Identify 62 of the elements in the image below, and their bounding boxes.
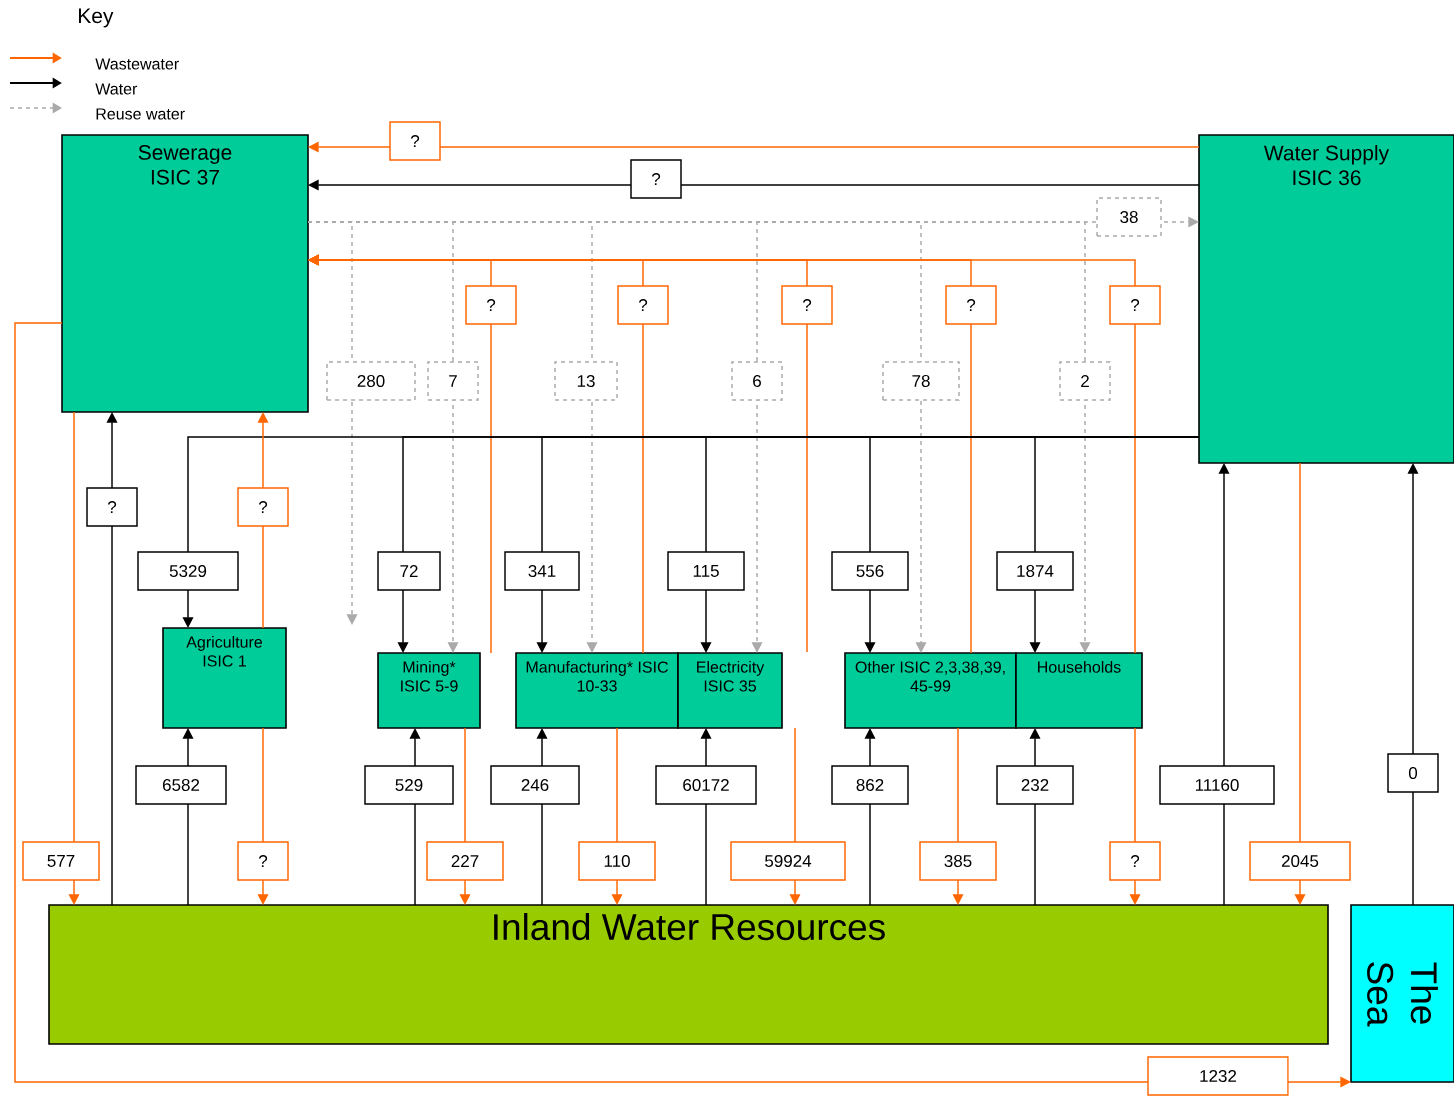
arrow [1294, 462, 1306, 905]
value-box: 577 [22, 841, 100, 881]
arrow [106, 412, 118, 906]
arrow [1407, 463, 1419, 906]
process-box: The Sea [1350, 904, 1454, 1083]
value-box: 7 [427, 361, 479, 401]
value-box: 11160 [1159, 765, 1275, 805]
value-box: 1874 [996, 551, 1074, 591]
value-box: 232 [996, 765, 1074, 805]
value-box: 862 [831, 765, 909, 805]
legend-text: Wastewater [95, 58, 179, 70]
value-box: 60172 [655, 765, 757, 805]
value-box: ? [630, 159, 682, 199]
value-box: 6582 [135, 765, 227, 805]
value-box: 72 [377, 551, 441, 591]
value-box: 227 [426, 841, 504, 881]
arrow [68, 411, 80, 905]
value-box: ? [1109, 841, 1161, 881]
value-box: 1232 [1147, 1056, 1289, 1096]
arrow [1029, 436, 1200, 653]
value-box: 385 [919, 841, 997, 881]
process-box: Sewerage ISIC 37 [61, 134, 309, 413]
value-box: ? [781, 285, 833, 325]
value-box: 341 [504, 551, 580, 591]
process-box: Inland Water Resources [48, 904, 1329, 1045]
value-box: 78 [882, 361, 960, 401]
arrow [308, 141, 1200, 153]
value-box: 0 [1387, 753, 1439, 793]
value-box: 115 [667, 551, 745, 591]
process-box: Electricity ISIC 35 [677, 652, 783, 729]
value-box: ? [945, 285, 997, 325]
process-box: Water Supply ISIC 36 [1198, 134, 1454, 464]
value-box: 246 [490, 765, 580, 805]
value-box: 38 [1096, 197, 1162, 237]
arrow [14, 322, 1351, 1088]
legend-text: Water [95, 83, 138, 95]
value-box: 2045 [1249, 841, 1351, 881]
value-box: 280 [326, 361, 416, 401]
value-box: 59924 [730, 841, 846, 881]
value-box: ? [86, 487, 138, 527]
arrow [1218, 463, 1230, 906]
value-box: 2 [1059, 361, 1111, 401]
process-box: Agriculture ISIC 1 [162, 627, 287, 729]
value-box: ? [1109, 285, 1161, 325]
legend-title: Key [79, 8, 114, 28]
value-box: 6 [731, 361, 783, 401]
process-box: Mining* ISIC 5-9 [377, 652, 481, 729]
value-box: ? [237, 841, 289, 881]
value-box: ? [389, 121, 441, 161]
legend-text: Reuse water [96, 108, 185, 120]
arrow [308, 179, 1200, 191]
value-box: 556 [831, 551, 909, 591]
value-box: 13 [554, 361, 618, 401]
process-box: Other ISIC 2,3,38,39, 45-99 [844, 652, 1017, 729]
value-box: 5329 [137, 551, 239, 591]
value-box: ? [465, 285, 517, 325]
value-box: 110 [578, 841, 656, 881]
value-box: ? [617, 285, 669, 325]
value-box: 529 [364, 765, 454, 805]
process-box: Households [1015, 652, 1143, 729]
value-box: ? [237, 487, 289, 527]
process-box: Manufacturing* ISIC 10-33 [515, 652, 679, 729]
